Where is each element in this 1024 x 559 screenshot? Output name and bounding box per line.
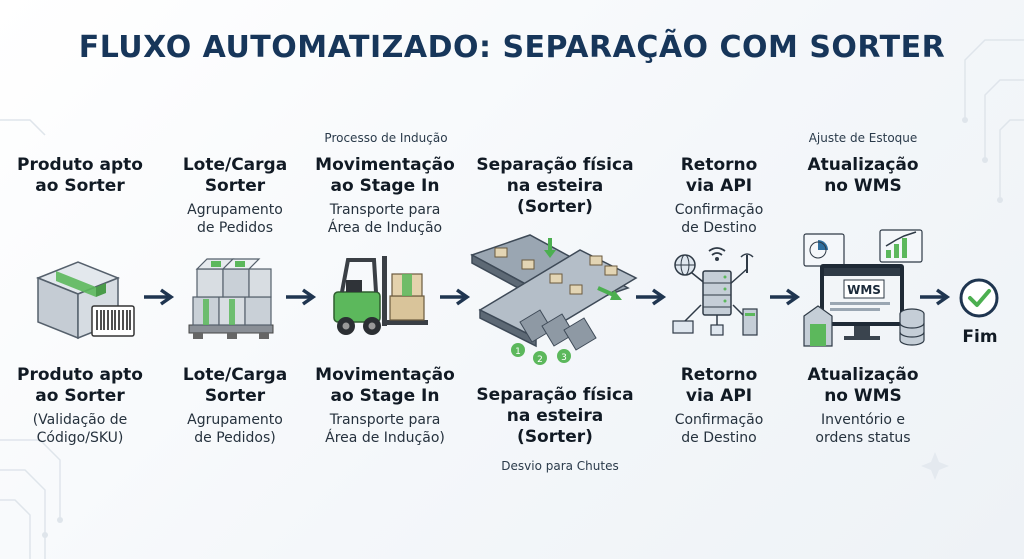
step-3-bottom-sub: Transporte para Área de Indução)	[325, 412, 445, 446]
chute-label-3: 3	[561, 353, 567, 363]
conveyor-sorter-icon: 1 2 3	[470, 234, 638, 365]
step-5-top-sub: Confirmação de Destino	[674, 202, 764, 236]
chute-label-2: 2	[537, 355, 543, 365]
api-server-icon	[672, 247, 758, 336]
forklift-icon	[333, 256, 428, 335]
step-2-top-title: Lote/Carga Sorter	[182, 155, 288, 196]
arrow-right-icon	[144, 288, 175, 306]
step-3-bottom-title: Movimentação ao Stage In	[315, 365, 455, 406]
step-3-top: Movimentação ao Stage In Transporte para…	[310, 155, 460, 237]
step-4-bottom-title: Separação física na esteira (Sorter)	[476, 385, 634, 447]
note-inducao: Processo de Indução	[324, 131, 448, 145]
step-6-bottom-title: Atualização no WMS	[807, 365, 919, 406]
note-chutes: Desvio para Chutes	[501, 459, 619, 473]
step-5-bottom: Retorno via API Confirmação de Destino	[644, 365, 794, 447]
end-label: Fim	[962, 327, 998, 347]
step-1-bottom-title: Produto apto ao Sorter	[17, 365, 143, 406]
arrow-right-icon	[920, 288, 951, 306]
page-title: FLUXO AUTOMATIZADO: SEPARAÇÃO COM SORTER	[78, 30, 946, 65]
step-6-top: Atualização no WMS	[788, 155, 938, 197]
wms-dashboard-icon: WMS	[803, 229, 925, 347]
note-estoque: Ajuste de Estoque	[808, 131, 918, 145]
arrow-right-icon	[770, 288, 801, 306]
step-4-top: Separação física na esteira (Sorter)	[470, 155, 640, 218]
step-2-bottom-title: Lote/Carga Sorter	[182, 365, 288, 406]
chute-label-1: 1	[515, 347, 521, 357]
step-3-top-sub: Transporte para Área de Indução	[327, 202, 443, 236]
step-4-bottom: Separação física na esteira (Sorter)	[470, 385, 640, 448]
step-6-top-title: Atualização no WMS	[807, 155, 919, 196]
step-6-bottom: Atualização no WMS Inventório e ordens s…	[788, 365, 938, 447]
arrow-right-icon	[286, 288, 317, 306]
step-1-bottom-sub: (Validação de Código/SKU)	[32, 412, 128, 446]
barcode-box-icon	[35, 261, 135, 340]
arrow-right-icon	[636, 288, 667, 306]
step-5-top-title: Retorno via API	[680, 155, 758, 196]
step-6-bottom-sub: Inventório e ordens status	[815, 412, 911, 446]
step-4-top-title: Separação física na esteira (Sorter)	[476, 155, 634, 217]
check-circle-icon	[959, 278, 999, 318]
step-3-top-title: Movimentação ao Stage In	[315, 155, 455, 196]
arrow-right-icon	[440, 288, 471, 306]
step-1-bottom: Produto apto ao Sorter (Validação de Cód…	[5, 365, 155, 447]
step-1-top: Produto apto ao Sorter	[5, 155, 155, 197]
step-5-bottom-title: Retorno via API	[680, 365, 758, 406]
step-2-top: Lote/Carga Sorter Agrupamento de Pedidos	[160, 155, 310, 237]
pallet-icon	[188, 258, 274, 339]
step-2-bottom-sub: Agrupamento de Pedidos)	[187, 412, 283, 446]
step-1-top-title: Produto apto ao Sorter	[17, 155, 143, 196]
step-5-bottom-sub: Confirmação de Destino	[674, 412, 764, 446]
wms-screen-label: WMS	[847, 283, 881, 297]
step-2-top-sub: Agrupamento de Pedidos	[187, 202, 283, 236]
step-2-bottom: Lote/Carga Sorter Agrupamento de Pedidos…	[160, 365, 310, 447]
step-5-top: Retorno via API Confirmação de Destino	[644, 155, 794, 237]
step-3-bottom: Movimentação ao Stage In Transporte para…	[310, 365, 460, 447]
